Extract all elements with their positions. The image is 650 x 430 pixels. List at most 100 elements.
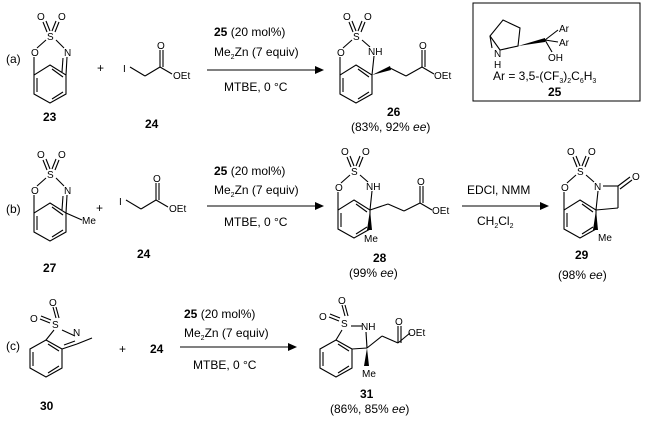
svg-text:Me2Zn (7 equiv): Me2Zn (7 equiv) [214, 45, 299, 61]
svg-text:O: O [341, 147, 349, 158]
svg-text:O: O [58, 12, 66, 23]
svg-text:Me: Me [598, 233, 612, 244]
compound-23: O S N O O 23 [31, 12, 71, 124]
svg-text:S: S [47, 170, 54, 181]
svg-text:O: O [58, 150, 66, 161]
svg-text:Me: Me [362, 369, 376, 380]
svg-text:O: O [364, 12, 372, 23]
compound-29-label: 29 [575, 248, 589, 262]
svg-text:MTBE, 0 °C: MTBE, 0 °C [224, 215, 288, 229]
svg-text:OH: OH [548, 53, 563, 64]
svg-text:O: O [49, 298, 57, 309]
compound-30-label: 30 [40, 399, 54, 413]
catalyst-25-label: 25 [548, 85, 562, 99]
compound-24-label: 24 [145, 117, 159, 131]
svg-text:EDCl, NMM: EDCl, NMM [467, 183, 530, 197]
svg-text:O: O [632, 172, 640, 183]
row-b-label: (b) [6, 202, 21, 216]
svg-text:+: + [96, 201, 103, 215]
compound-24: I O OEt 24 [123, 41, 190, 131]
svg-text:O: O [337, 48, 345, 59]
compound-26: O S NH O O O OEt 26 (83%, 92% ee) [337, 12, 451, 134]
compound-31-result: (86%, 85% ee) [330, 402, 409, 416]
svg-text:Me2Zn (7 equiv): Me2Zn (7 equiv) [184, 326, 269, 342]
svg-text:OEt: OEt [408, 328, 425, 339]
compound-29-result: (98% ee) [558, 268, 607, 282]
svg-text:NH: NH [368, 47, 382, 58]
svg-text:S: S [351, 167, 358, 178]
svg-text:O: O [37, 12, 45, 23]
svg-text:S: S [353, 32, 360, 43]
compound-28-result: (99% ee) [349, 266, 398, 280]
svg-text:OEt: OEt [434, 71, 451, 82]
svg-text:I: I [123, 64, 126, 75]
svg-text:I: I [119, 197, 122, 208]
svg-text:Ar = 3,5-(CF3)2C6H3: Ar = 3,5-(CF3)2C6H3 [493, 69, 596, 85]
svg-text:O: O [319, 312, 327, 323]
svg-text:O: O [567, 147, 575, 158]
compound-29: O S N O O O Me 29 (98% ee) [558, 147, 640, 282]
compound-28-label: 28 [373, 251, 387, 265]
svg-text:O: O [338, 296, 346, 307]
svg-text:N: N [494, 49, 501, 60]
svg-text:O: O [37, 150, 45, 161]
svg-text:CH2Cl2: CH2Cl2 [477, 214, 514, 230]
svg-text:25 (20 mol%): 25 (20 mol%) [214, 25, 285, 39]
svg-text:O: O [343, 12, 351, 23]
compound-27-label: 27 [43, 261, 57, 275]
svg-text:+: + [97, 61, 104, 75]
row-a-label: (a) [6, 52, 21, 66]
svg-text:N: N [73, 328, 80, 339]
svg-text:Me2Zn (7 equiv): Me2Zn (7 equiv) [214, 183, 299, 199]
svg-text:OEt: OEt [169, 204, 186, 215]
svg-text:O: O [395, 317, 403, 328]
svg-text:O: O [335, 183, 343, 194]
svg-text:S: S [341, 319, 348, 330]
svg-text:MTBE, 0 °C: MTBE, 0 °C [224, 80, 288, 94]
svg-text:Ar: Ar [559, 38, 570, 49]
svg-text:O: O [153, 174, 161, 185]
svg-text:H: H [494, 60, 501, 71]
svg-text:25 (20 mol%): 25 (20 mol%) [184, 307, 255, 321]
compound-26-label: 26 [387, 105, 401, 119]
svg-text:O: O [31, 48, 39, 59]
svg-text:N: N [594, 182, 601, 193]
svg-text:O: O [157, 41, 165, 52]
svg-text:OEt: OEt [432, 206, 449, 217]
compound-24: I O OEt 24 [119, 174, 186, 261]
compound-28: O S NH O O Me O OEt 28 (99% ee) [335, 147, 449, 280]
svg-text:Ar: Ar [559, 24, 570, 35]
svg-text:O: O [417, 177, 425, 188]
svg-text:Me: Me [364, 234, 378, 245]
svg-text:O: O [30, 314, 38, 325]
svg-text:OEt: OEt [173, 71, 190, 82]
svg-text:S: S [47, 32, 54, 43]
svg-text:S: S [577, 167, 584, 178]
compound-31: S NH O O Me O OEt 31 (86%, 85% ee) [319, 296, 425, 416]
svg-text:+: + [119, 342, 126, 356]
catalyst-25-box: N H Ar Ar OH Ar = 3,5-(CF3)2C6H3 25 [472, 2, 641, 102]
svg-text:N: N [64, 186, 71, 197]
compound-27: Me O S N O O 27 [31, 150, 96, 275]
svg-text:O: O [419, 41, 427, 52]
svg-text:O: O [362, 147, 370, 158]
svg-text:O: O [561, 183, 569, 194]
svg-text:NH: NH [366, 182, 380, 193]
svg-text:S: S [52, 320, 59, 331]
compound-24-label: 24 [150, 342, 164, 356]
svg-text:MTBE, 0 °C: MTBE, 0 °C [193, 358, 257, 372]
compound-26-result: (83%, 92% ee) [351, 120, 430, 134]
compound-23-label: 23 [43, 110, 57, 124]
svg-text:O: O [588, 147, 596, 158]
compound-31-label: 31 [360, 387, 374, 401]
row-c-label: (c) [6, 339, 20, 353]
compound-24-label: 24 [137, 247, 151, 261]
svg-text:O: O [31, 186, 39, 197]
svg-text:Me: Me [82, 216, 96, 227]
svg-text:25 (20 mol%): 25 (20 mol%) [214, 164, 285, 178]
svg-text:N: N [64, 48, 71, 59]
compound-30: S N O O 30 [29, 298, 93, 413]
svg-text:NH: NH [361, 322, 375, 333]
